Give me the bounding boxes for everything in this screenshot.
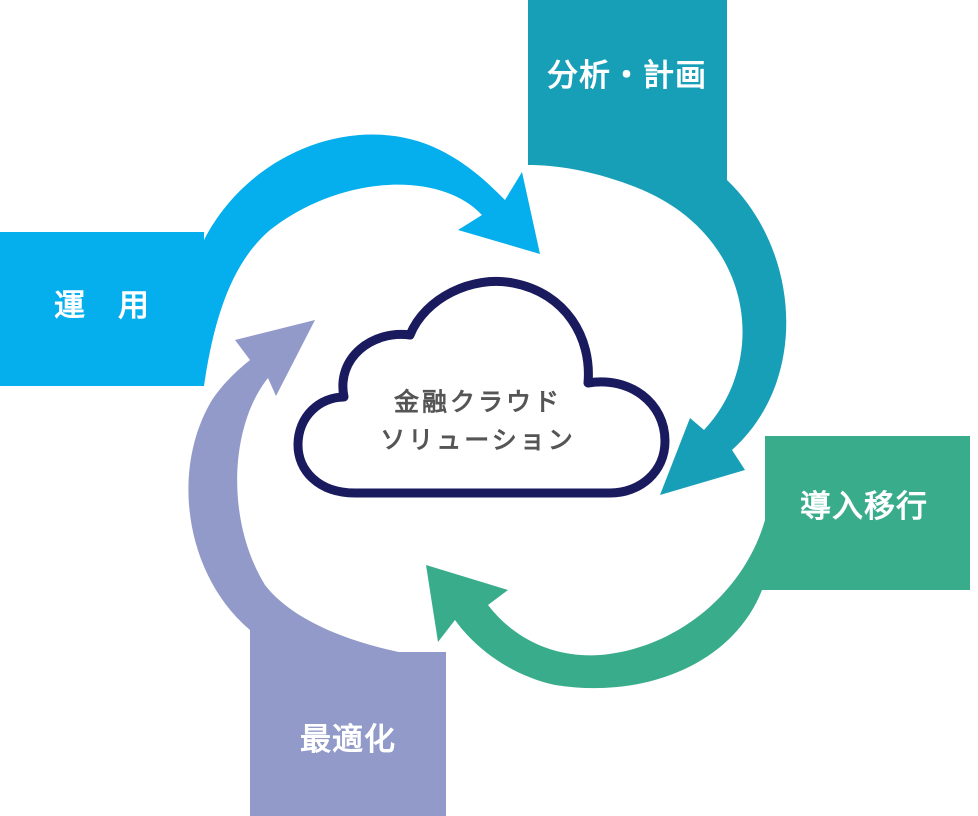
operation-label: 運 用	[54, 288, 150, 324]
optimization-arrow	[188, 320, 446, 660]
stage-migration: 導入移行	[426, 436, 970, 689]
operation-arrow	[200, 134, 540, 386]
operation-box	[0, 232, 204, 386]
optimization-label: 最適化	[300, 722, 396, 758]
center-title-line2: ソリューション	[380, 426, 576, 455]
optimization-box	[250, 652, 446, 816]
cloud-icon	[293, 277, 670, 498]
stage-optimization: 最適化	[188, 320, 446, 816]
analysis-label: 分析・計画	[547, 58, 707, 94]
migration-label: 導入移行	[800, 489, 928, 525]
center-title-line1: 金融クラウド	[393, 388, 562, 417]
stage-analysis: 分析・計画	[528, 0, 787, 495]
analysis-box	[528, 0, 727, 155]
stage-operation: 運 用	[0, 134, 540, 386]
center-cloud: 金融クラウド ソリューション	[293, 277, 670, 498]
migration-box	[765, 436, 970, 590]
analysis-arrow	[528, 150, 787, 495]
